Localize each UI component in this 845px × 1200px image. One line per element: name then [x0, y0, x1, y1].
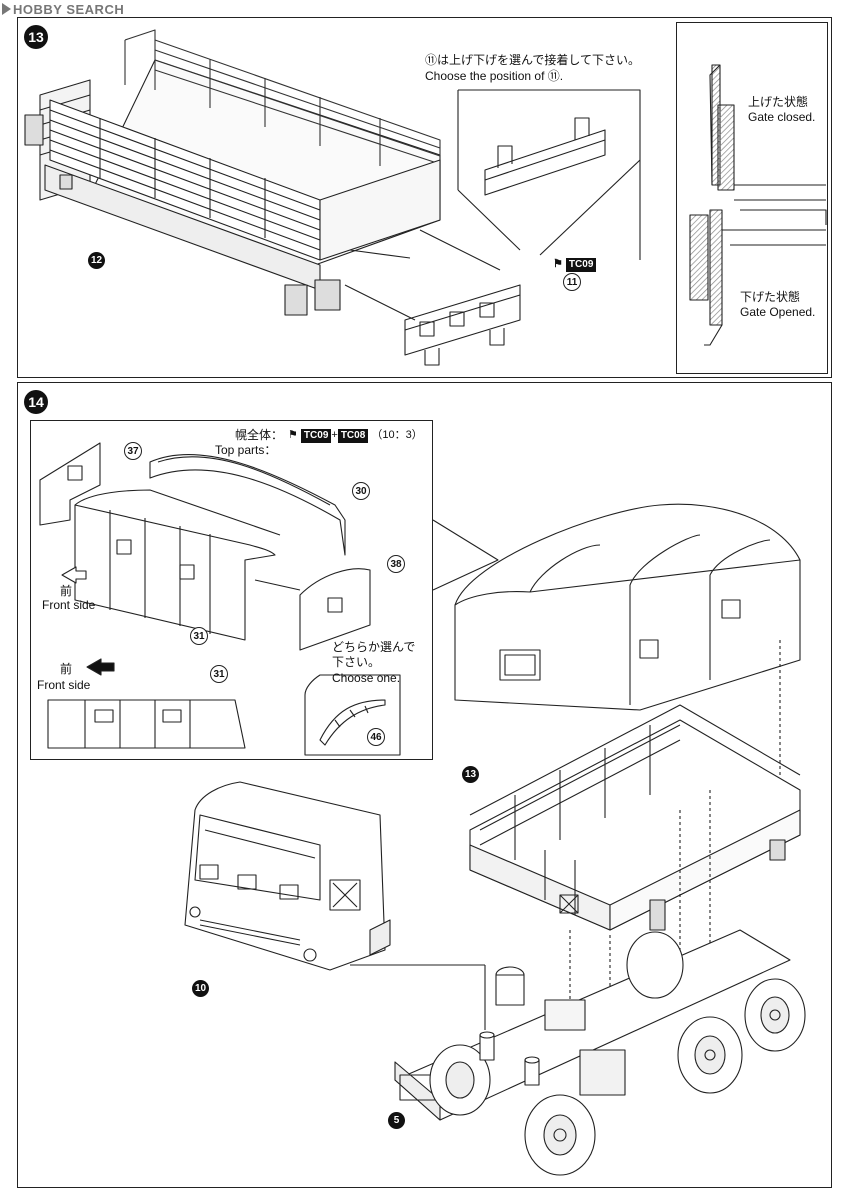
- mix-ratio: （10：3）: [371, 429, 423, 441]
- canopy-detail-panel: [30, 420, 433, 760]
- paint-code-tc09-b: TC09: [300, 429, 332, 443]
- part-31b-callout: 31: [210, 665, 228, 683]
- gate-closed-label-jp: 上げた状態: [748, 95, 809, 109]
- part-37-callout: 37: [124, 442, 142, 460]
- step-13-instruction-en: Choose the position of ⑪.: [425, 69, 564, 83]
- part-11-callout: 11: [563, 273, 581, 291]
- tailgate-option-drawing: [457, 89, 641, 260]
- part-13-badge: 13: [462, 766, 479, 783]
- step-14-panel: [17, 382, 832, 1188]
- step-13-instruction-jp: ⑪は上げ下げを選んで接着して下さい。: [425, 53, 641, 67]
- canopy-assembly-drawing: [454, 503, 801, 800]
- cab-drawing: [184, 781, 486, 1030]
- front-side-label-en: Front side: [42, 598, 96, 612]
- watermark: HOBBY SEARCH: [2, 2, 124, 17]
- watermark-text: HOBBY SEARCH: [13, 2, 125, 17]
- front-side-label-2-jp: 前: [60, 662, 73, 676]
- choose-one-jp-2: 下さい。: [332, 655, 381, 669]
- step-13-panel: [17, 17, 832, 378]
- part-46-callout: 46: [367, 728, 385, 746]
- gate-inset-panel: [676, 22, 828, 374]
- part-5-badge: 5: [388, 1112, 405, 1129]
- paint-mix-14: ⚑ TC09+TC08 （10：3）: [288, 429, 423, 443]
- gate-opened-label-jp: 下げた状態: [740, 290, 801, 304]
- paint-marker-13: ⚑ TC09: [553, 257, 597, 272]
- part-30-callout: 30: [352, 482, 370, 500]
- part-12-badge: 12: [88, 252, 105, 269]
- part-38-callout: 38: [387, 555, 405, 573]
- chassis-drawing: [394, 929, 806, 1176]
- paint-code-tc09: TC09: [565, 258, 597, 272]
- paint-code-tc08: TC08: [337, 429, 369, 443]
- top-parts-label-en: Top parts：: [215, 443, 277, 457]
- step-14-badge: 14: [24, 390, 48, 414]
- front-side-label-jp: 前: [60, 584, 73, 598]
- part-31-callout: 31: [190, 627, 208, 645]
- part-10-badge: 10: [192, 980, 209, 997]
- front-side-label-2-en: Front side: [37, 678, 91, 692]
- gate-opened-label-en: Gate Opened.: [740, 305, 816, 319]
- choose-one-jp-1: どちらか選んで: [332, 640, 416, 654]
- canopy-parts-drawing: [39, 442, 499, 756]
- cargo-bed-drawing: [24, 29, 521, 366]
- cargo-bed-assembled-drawing: [469, 704, 801, 1020]
- gate-section-drawing: [689, 64, 827, 346]
- play-icon: [2, 3, 11, 15]
- gate-closed-label-en: Gate closed.: [748, 110, 816, 124]
- step-13-badge: 13: [24, 25, 48, 49]
- top-parts-label-jp: 幌全体：: [235, 428, 284, 442]
- choose-one-en: Choose one.: [332, 671, 401, 685]
